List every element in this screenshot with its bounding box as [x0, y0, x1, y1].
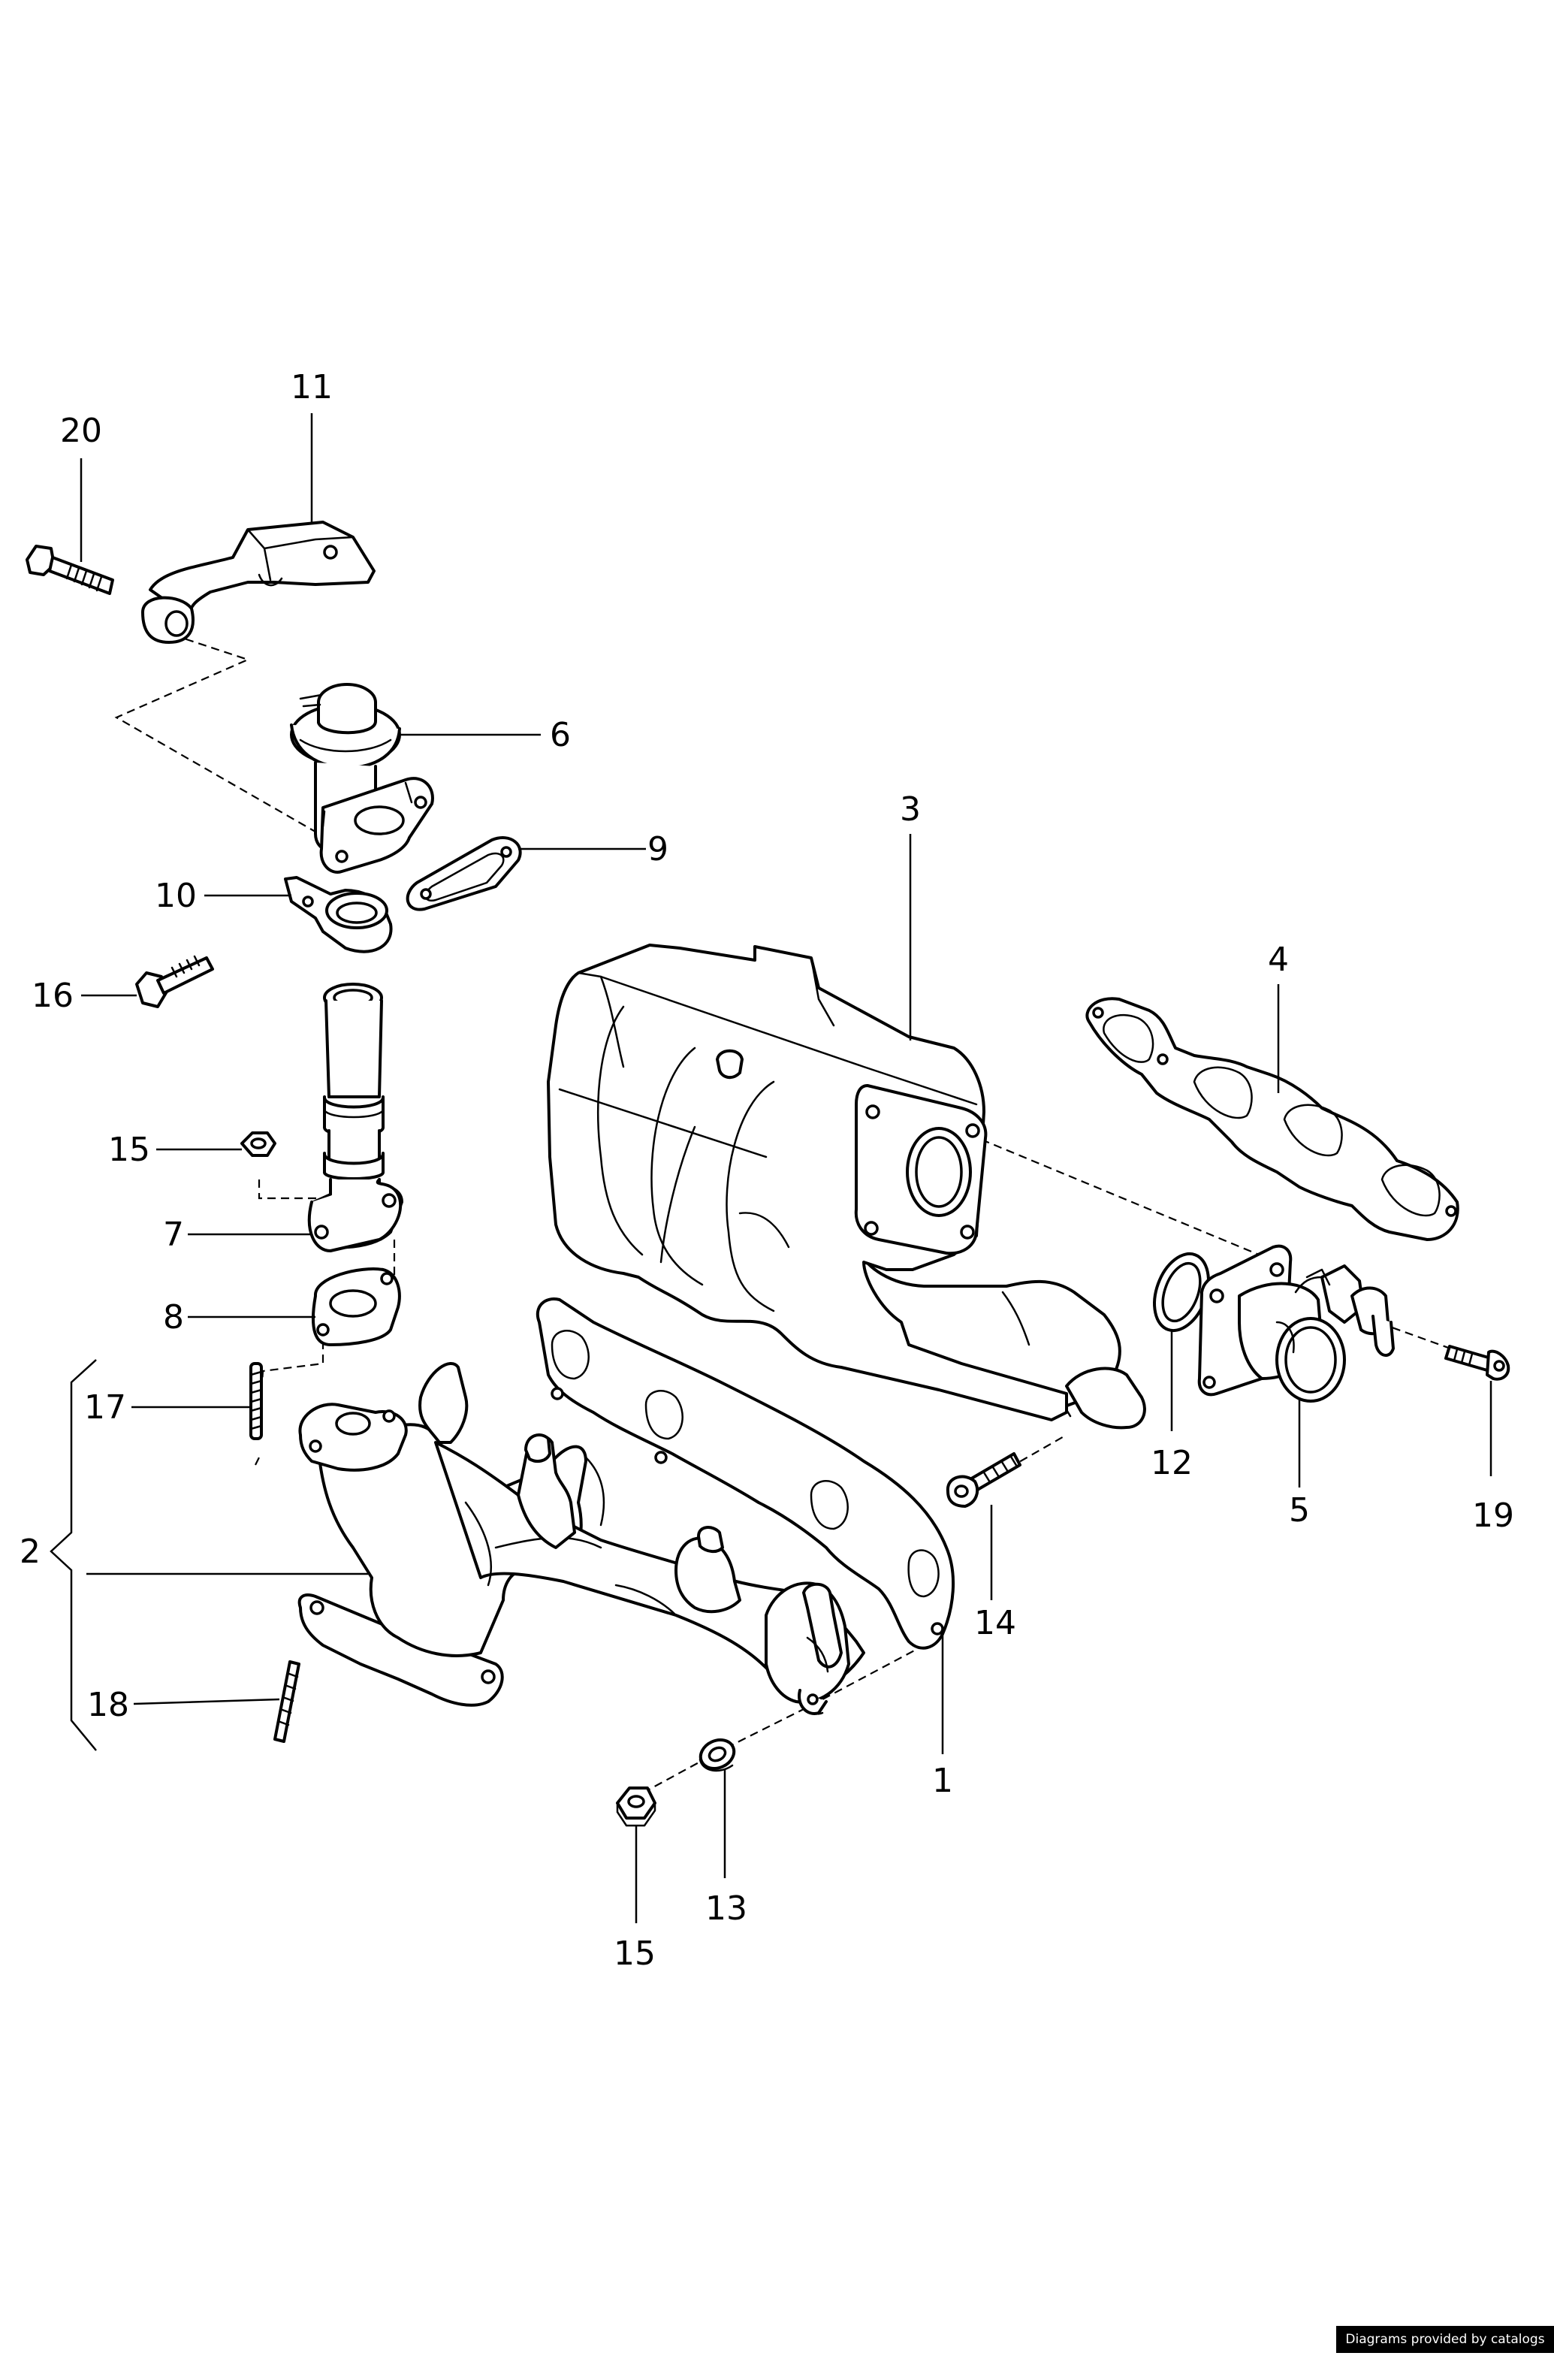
part-12-o-ring [1153, 1252, 1210, 1333]
part-2-brace [50, 1359, 97, 1751]
part-20-bolt [26, 545, 114, 595]
part-9-gasket [406, 836, 522, 911]
label-11: 11 [291, 368, 333, 406]
part-16-bolt [135, 955, 214, 1008]
label-5: 5 [1289, 1491, 1310, 1530]
label-17: 17 [84, 1388, 126, 1427]
part-6-egr-valve [290, 683, 434, 874]
part-8-gasket [312, 1267, 401, 1346]
diagram-credit-badge: Diagrams provided by catalogs parts [1336, 2326, 1554, 2374]
part-1-exhaust-gasket [536, 1297, 955, 1650]
part-3-intake-manifold [547, 944, 1146, 1430]
part-14-bolt [946, 1452, 1021, 1508]
part-19-bolt [1444, 1345, 1510, 1381]
label-7: 7 [163, 1216, 184, 1254]
part-15-nut-lower [616, 1787, 656, 1827]
label-2: 2 [20, 1533, 41, 1571]
part-11-bracket [141, 521, 376, 644]
label-8: 8 [163, 1298, 184, 1336]
part-17-stud [249, 1362, 263, 1440]
label-13: 13 [705, 1889, 747, 1928]
label-20: 20 [60, 412, 102, 450]
leader-lines [80, 413, 1492, 1923]
label-3: 3 [900, 790, 921, 829]
part-number-labels: 20 11 6 9 10 16 3 4 15 7 8 17 2 18 12 5 … [20, 368, 1514, 1973]
label-10: 10 [155, 877, 197, 915]
part-5-throttle-body [1197, 1244, 1395, 1403]
part-2-exhaust-manifold [297, 1362, 865, 1715]
label-18: 18 [87, 1686, 129, 1724]
label-6: 6 [550, 716, 571, 754]
label-14: 14 [974, 1604, 1016, 1642]
label-15-upper: 15 [108, 1131, 150, 1169]
label-12: 12 [1151, 1444, 1193, 1482]
label-9: 9 [647, 830, 668, 868]
label-15-lower: 15 [614, 1935, 656, 1973]
part-7-egr-pipe [307, 983, 403, 1252]
label-19: 19 [1472, 1497, 1514, 1535]
label-4: 4 [1268, 941, 1289, 979]
label-1: 1 [932, 1762, 953, 1800]
part-10-flange [284, 876, 393, 953]
label-16: 16 [32, 977, 74, 1015]
part-4-intake-gasket [1085, 997, 1459, 1241]
part-13-washer [699, 1738, 736, 1772]
part-15-nut-upper [240, 1131, 276, 1157]
part-18-stud [273, 1660, 300, 1743]
